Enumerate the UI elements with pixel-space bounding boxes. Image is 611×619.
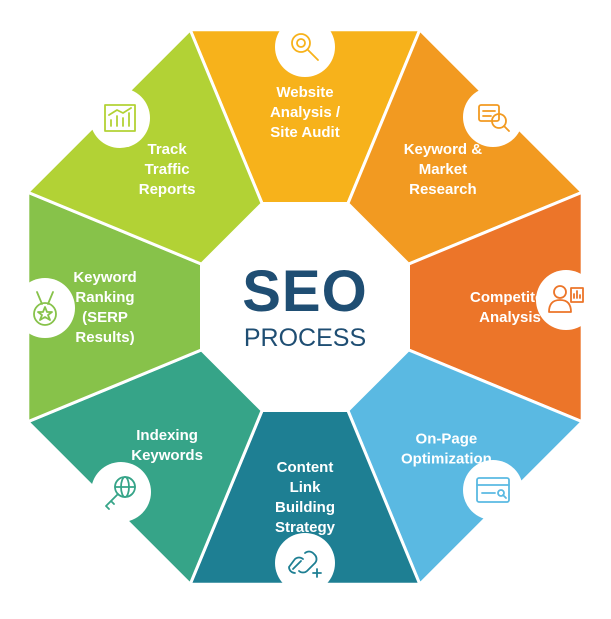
- bar-chart-icon: [90, 88, 150, 148]
- center-hub: SEO PROCESS: [242, 259, 368, 352]
- segment-label-line: Optimization: [401, 450, 492, 467]
- browser-window-icon: [463, 460, 523, 520]
- segment-label-line: (SERP: [82, 309, 128, 326]
- icons-layer: [15, 17, 596, 593]
- segment-label-line: Indexing: [136, 427, 198, 444]
- segment-label-line: Keywords: [131, 447, 203, 464]
- segment-label-line: On-Page: [416, 430, 478, 447]
- center-title: SEO: [242, 259, 368, 324]
- keyword-research-icon: [463, 87, 523, 147]
- segment-label-line: Strategy: [275, 519, 336, 536]
- globe-key-icon: [91, 462, 151, 522]
- segment-label-line: Research: [409, 181, 477, 198]
- center-octagon: [202, 204, 408, 410]
- segment-label-line: Traffic: [145, 161, 190, 178]
- segment-label-line: Content: [277, 459, 334, 476]
- link-plus-icon: [275, 533, 335, 593]
- segment-label-line: Keyword &: [404, 141, 483, 158]
- segments-layer: [25, 27, 585, 587]
- segment-label-line: Track: [147, 141, 187, 158]
- medal-icon: [15, 278, 75, 338]
- segment-label-line: Keyword: [73, 269, 136, 286]
- magnifier-icon: [275, 17, 335, 77]
- segment-label-line: Site Audit: [270, 124, 339, 141]
- segment-label-line: Analysis: [479, 309, 541, 326]
- segment-label-line: Competitor: [470, 289, 550, 306]
- segment-label-line: Building: [275, 499, 335, 516]
- center-subtitle: PROCESS: [244, 324, 366, 352]
- segment-label-line: Ranking: [75, 289, 134, 306]
- segment-label-line: Website: [276, 84, 333, 101]
- segment-label-line: Results): [75, 329, 134, 346]
- segment-label-line: Reports: [139, 181, 196, 198]
- competitor-icon: [536, 270, 596, 330]
- segment-label-line: Market: [419, 161, 467, 178]
- segment-track-traffic: [25, 27, 264, 266]
- segment-label-line: Analysis /: [270, 104, 341, 121]
- segment-label-line: Link: [290, 479, 321, 496]
